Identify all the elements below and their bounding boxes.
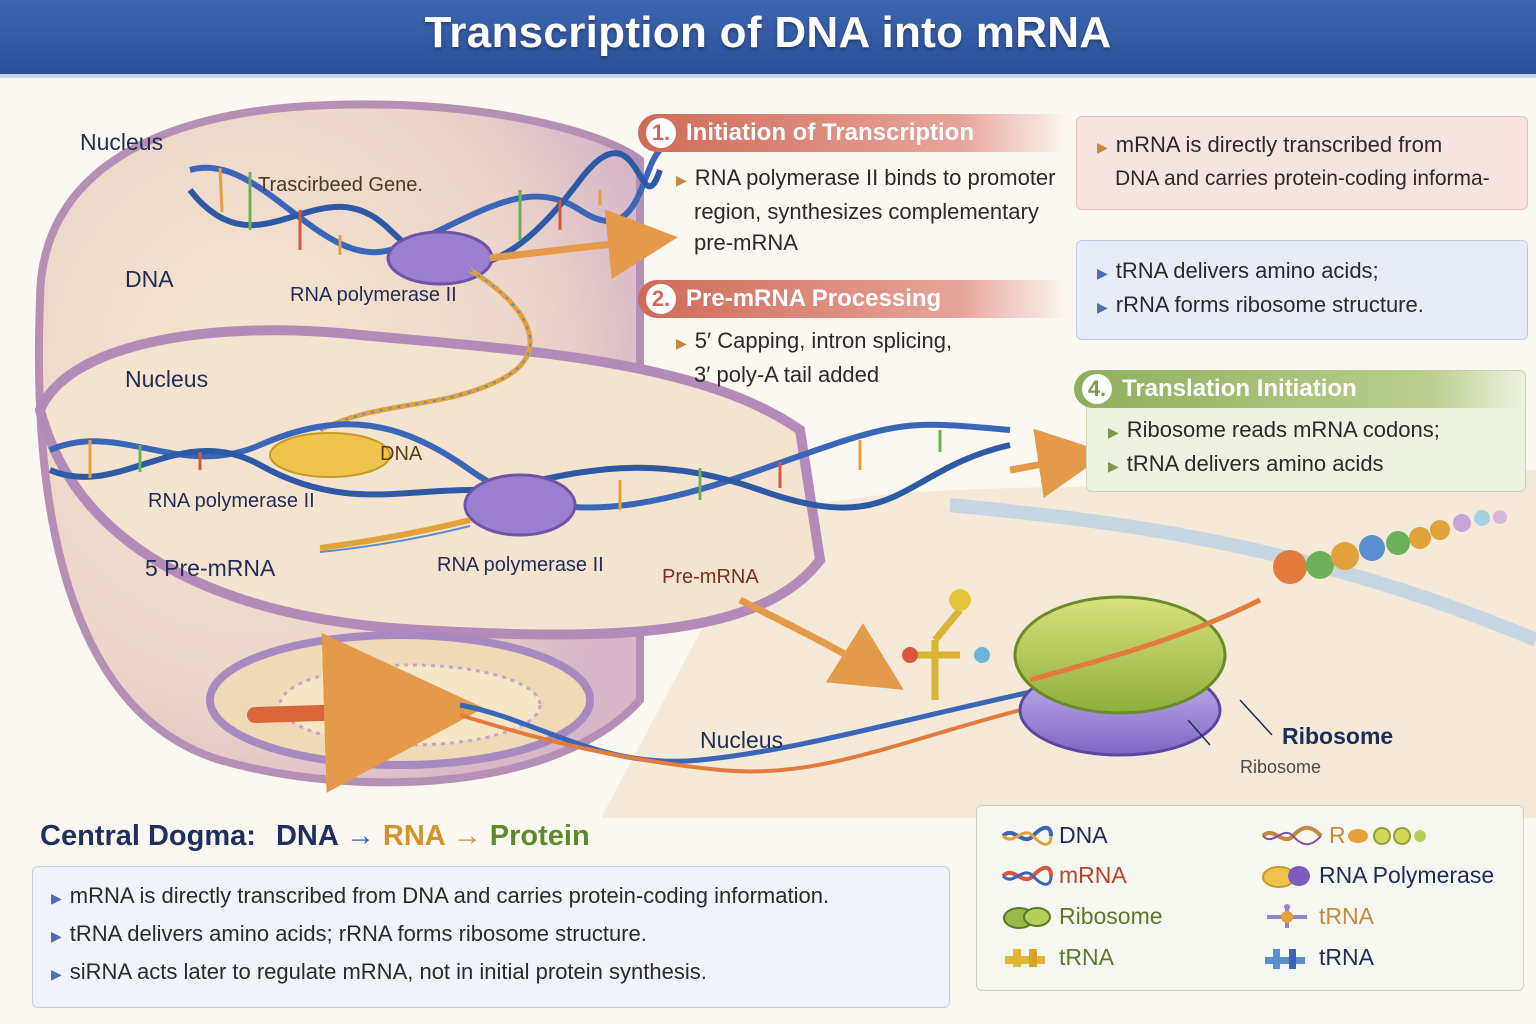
transcribed-gene-label: Trascirbeed Gene. [258, 174, 423, 196]
legend-item-rna-polymerase: RNA Polymerase [1261, 862, 1494, 889]
legend-label-dna: DNA [1059, 822, 1108, 848]
info-box-top: ▶mRNA is directly transcribed from DNA a… [1076, 116, 1528, 210]
dogma-protein: Protein [489, 820, 590, 852]
step-1-text: ▶RNA polymerase II binds to promoter reg… [676, 162, 1056, 258]
legend-label-trna-blue: tRNA [1319, 944, 1374, 970]
trna-purple-icon [1267, 903, 1307, 928]
legend-item-trna: tRNA [1001, 944, 1114, 971]
legend-item-dna: DNA [1001, 822, 1108, 849]
dogma-arrow-1: → [345, 820, 375, 852]
step-1-line-3: pre-mRNA [694, 230, 798, 255]
title-bar [0, 0, 1536, 78]
dna-tag-label: DNA [380, 443, 423, 465]
page-title: Transcription of DNA into mRNA [424, 8, 1112, 57]
step-1-title: Initiation of Transcription [686, 119, 974, 146]
legend-label-rna-strand: R [1329, 822, 1346, 848]
rna-polymerase-label-top: RNA polymerase II [290, 284, 457, 306]
transcription-illustration [34, 100, 1536, 818]
nucleus-label-bottom: Nucleus [700, 727, 784, 753]
step-1-number: 1. [646, 118, 676, 148]
dogma-dna: DNA [275, 820, 338, 852]
dogma-rna: RNA [382, 820, 445, 852]
legend-label-ribosome: Ribosome [1059, 903, 1163, 929]
step-4-number: 4. [1082, 374, 1112, 404]
step-1-line-1: RNA polymerase II binds to promoter [694, 165, 1056, 190]
legend-item-mrna: mRNA [1001, 862, 1127, 889]
step-2-text: ▶5′ Capping, intron splicing, 3′ poly-A … [676, 325, 952, 390]
step-2-number: 2. [646, 284, 676, 314]
legend-item-trna-blue: tRNA [1261, 944, 1374, 971]
step-4-header: 4. Translation Initiation [1074, 370, 1524, 408]
info-top-line-1: mRNA is directly transcribed from [1115, 132, 1443, 157]
ribosome-icon [1003, 906, 1051, 929]
trna-icon [1005, 948, 1045, 967]
legend-item-ribosome: Ribosome [1001, 903, 1163, 930]
summary-box: ▶mRNA is directly transcribed from DNA a… [32, 866, 950, 1008]
step-4-line-2: tRNA delivers amino acids [1126, 451, 1384, 476]
central-dogma-heading: Central Dogma: DNA → RNA → Protein [40, 820, 590, 853]
step-2-line-1: 5′ Capping, intron splicing, [694, 328, 953, 353]
legend-box: DNA mRNA Ribosome tRNA R RNA Polymerase … [976, 805, 1524, 991]
rna-polymerase-icon [1262, 865, 1310, 888]
dogma-arrow-2: → [452, 820, 482, 852]
legend-label-trna-purple: tRNA [1319, 903, 1374, 929]
rna-strand-icon [1261, 825, 1323, 845]
ribosome-label-big: Ribosome [1282, 723, 1394, 749]
legend-label-rna-polymerase: RNA Polymerase [1319, 862, 1495, 888]
amino-beads-icon [1347, 826, 1426, 845]
legend-item-trna-purple: tRNA [1261, 903, 1374, 930]
dna-icon [1001, 825, 1053, 846]
central-dogma-label: Central Dogma: [40, 820, 256, 852]
info-box-mid: ▶tRNA delivers amino acids; ▶rRNA forms … [1076, 240, 1528, 340]
step-4-title: Translation Initiation [1122, 375, 1357, 402]
mrna-icon [1001, 865, 1053, 886]
summary-line-2: tRNA delivers amino acids; rRNA forms ri… [69, 921, 647, 946]
rna-polymerase-label-low: RNA polymerase II [437, 554, 604, 576]
nucleus-label-top: Nucleus [80, 129, 164, 155]
step-4-line-1: Ribosome reads mRNA codons; [1126, 417, 1440, 442]
step-2-header: 2. Pre-mRNA Processing [638, 280, 1068, 318]
step-2-line-2: 3′ poly-A tail added [694, 362, 880, 387]
step-2-title: Pre-mRNA Processing [686, 285, 942, 312]
legend-label-trna: tRNA [1059, 944, 1114, 970]
dna-label-left: DNA [125, 266, 174, 292]
step-1-header: 1. Initiation of Transcription [638, 114, 1068, 152]
step-4-text: ▶Ribosome reads mRNA codons; ▶tRNA deliv… [1108, 417, 1440, 476]
legend-label-mrna: mRNA [1059, 862, 1127, 888]
summary-line-1: mRNA is directly transcribed from DNA an… [69, 883, 830, 908]
pre-mrna-label-left: 5 Pre-mRNA [145, 555, 276, 581]
ribosome-label-small: Ribosome [1240, 757, 1322, 777]
info-mid-line-2: rRNA forms ribosome structure. [1115, 292, 1424, 317]
step-1-line-2: region, synthesizes complementary [694, 199, 1039, 224]
info-mid-line-1: tRNA delivers amino acids; [1115, 258, 1379, 283]
summary-line-3: siRNA acts later to regulate mRNA, not i… [69, 959, 707, 984]
pre-mrna-label-right: Pre-mRNA [662, 566, 759, 588]
info-top-line-2: DNA and carries protein-coding informa- [1115, 167, 1490, 190]
trna-blue-icon [1265, 948, 1305, 969]
nucleus-label-mid: Nucleus [125, 366, 209, 392]
rna-polymerase-label-mid: RNA polymerase II [148, 490, 315, 512]
legend-item-rna-strand: R [1261, 822, 1432, 849]
